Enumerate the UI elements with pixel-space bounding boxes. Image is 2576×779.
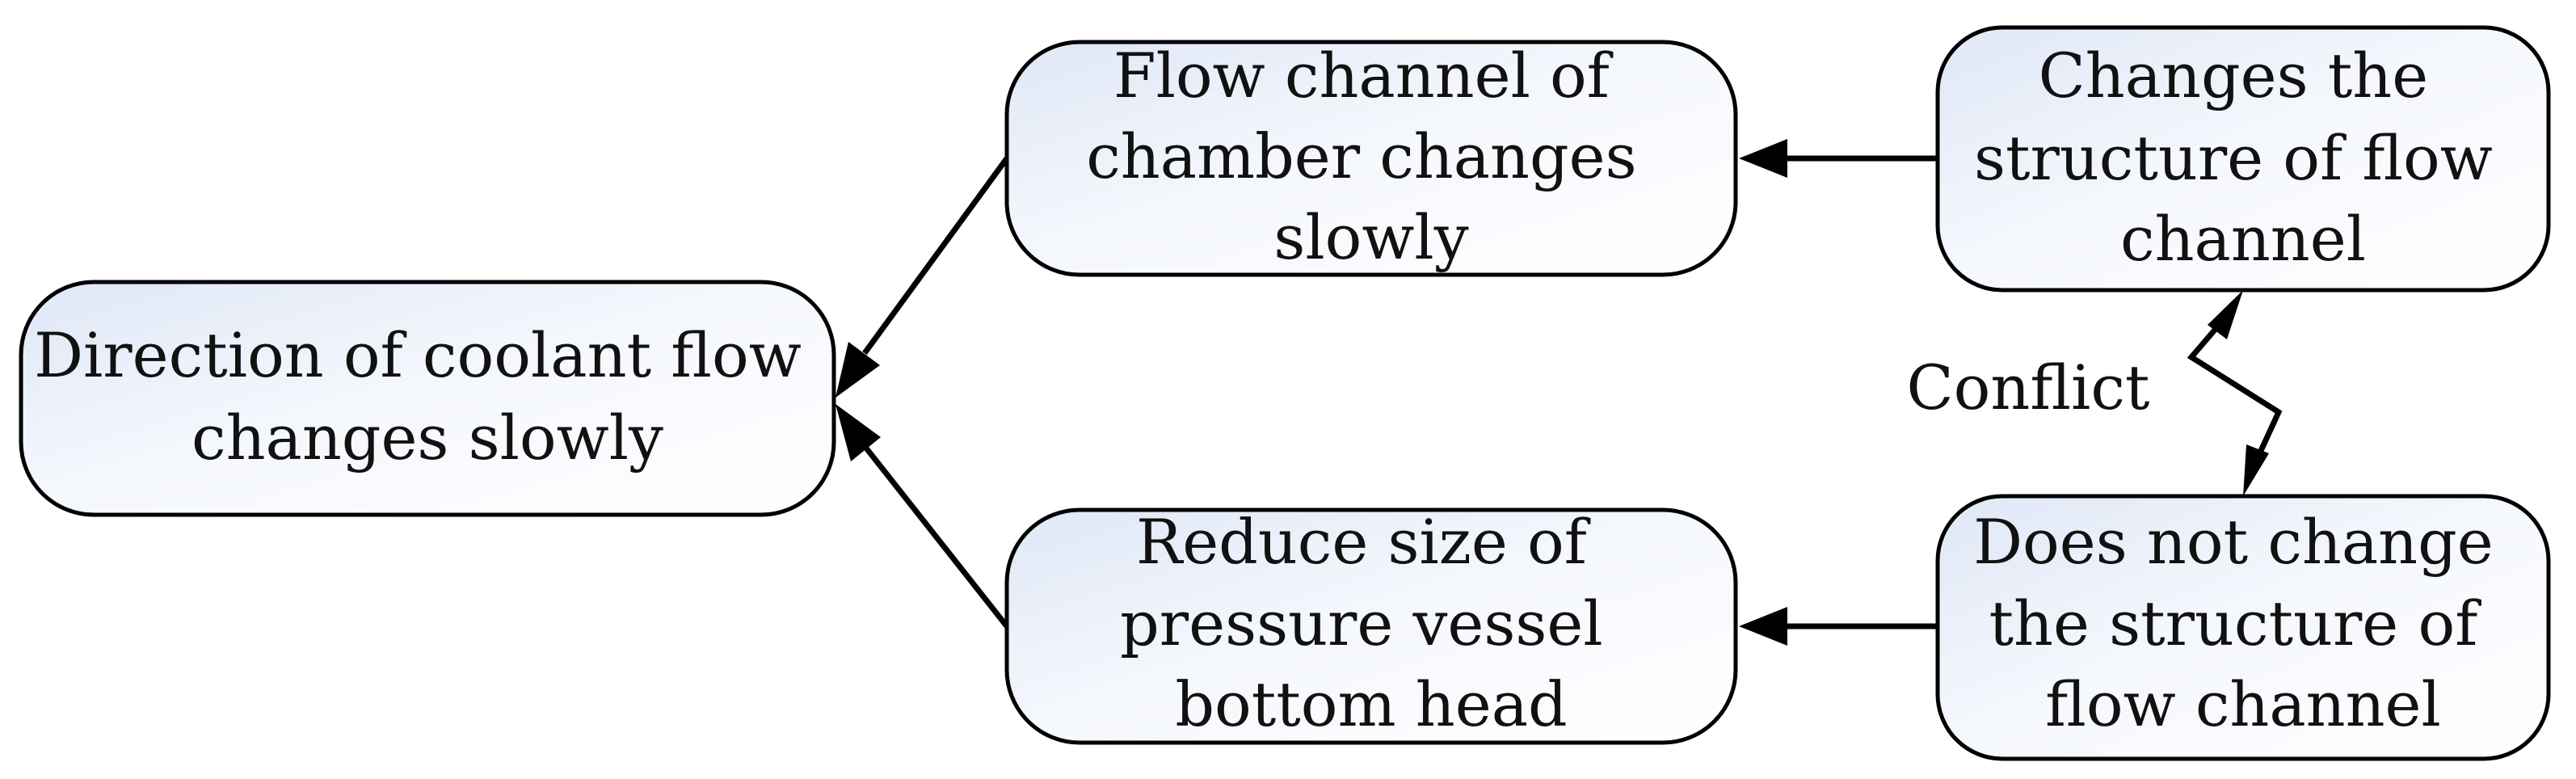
node-flow-channel-changes: Flow channel of chamber changes slowly	[1004, 40, 1738, 277]
edge-lower-diagonal-arrowhead	[836, 404, 881, 461]
edge-not-change-to-reduce-size	[1739, 607, 1938, 646]
conflict-zigzag-line	[2187, 321, 2283, 454]
edge-changes-structure-to-flow-channel	[1739, 139, 1938, 178]
node-flow-channel-line-1: Flow channel of	[1113, 40, 1614, 112]
node-changes-structure-line-3: channel	[2120, 203, 2366, 275]
node-flow-channel-line-2: chamber changes	[1086, 120, 1636, 192]
node-reduce-size-line-1: Reduce size of	[1136, 506, 1591, 578]
edge-top-horizontal-arrowhead	[1739, 139, 1787, 178]
node-changes-structure-line-2: structure of flow	[1974, 122, 2493, 194]
conflict-arrowhead-down	[2243, 444, 2269, 496]
edge-upper-diagonal-arrowhead	[836, 342, 880, 398]
node-does-not-change-structure: Does not change the structure of flow ch…	[1935, 494, 2551, 761]
edge-bottom-horizontal-arrowhead	[1739, 607, 1787, 646]
node-direction-box	[19, 280, 836, 517]
conflict-connector: Conflict	[1907, 290, 2283, 496]
edge-flow-channel-to-direction	[836, 156, 1009, 398]
conflict-arrowhead-up	[2208, 290, 2243, 339]
node-direction-label: Direction of coolant flow changes slowly	[34, 319, 821, 474]
node-not-change-line-1: Does not change	[1973, 506, 2494, 578]
conflict-label: Conflict	[1907, 352, 2150, 423]
node-flow-channel-label: Flow channel of chamber changes slowly	[1086, 40, 1656, 273]
node-flow-channel-line-3: slowly	[1273, 201, 1468, 273]
node-changes-structure: Changes the structure of flow channel	[1935, 25, 2551, 293]
edge-reduce-size-to-direction	[836, 404, 1009, 629]
node-reduce-size-line-3: bottom head	[1175, 668, 1567, 740]
edge-lower-diagonal-line	[862, 444, 1009, 629]
node-direction-line-1: Direction of coolant flow	[34, 319, 802, 391]
node-reduce-size-line-2: pressure vessel	[1120, 587, 1603, 659]
node-not-change-label: Does not change the structure of flow ch…	[1973, 506, 2513, 740]
node-reduce-size-label: Reduce size of pressure vessel bottom he…	[1120, 506, 1623, 740]
edge-upper-diagonal-line	[862, 156, 1009, 356]
node-not-change-line-2: the structure of	[1989, 587, 2481, 659]
node-not-change-line-3: flow channel	[2045, 668, 2441, 740]
node-changes-structure-label: Changes the structure of flow channel	[1974, 40, 2512, 275]
node-direction-of-coolant-flow: Direction of coolant flow changes slowly	[19, 280, 836, 517]
node-reduce-size: Reduce size of pressure vessel bottom he…	[1004, 506, 1738, 745]
node-direction-line-2: changes slowly	[192, 402, 663, 474]
node-changes-structure-line-1: Changes the	[2039, 40, 2429, 112]
